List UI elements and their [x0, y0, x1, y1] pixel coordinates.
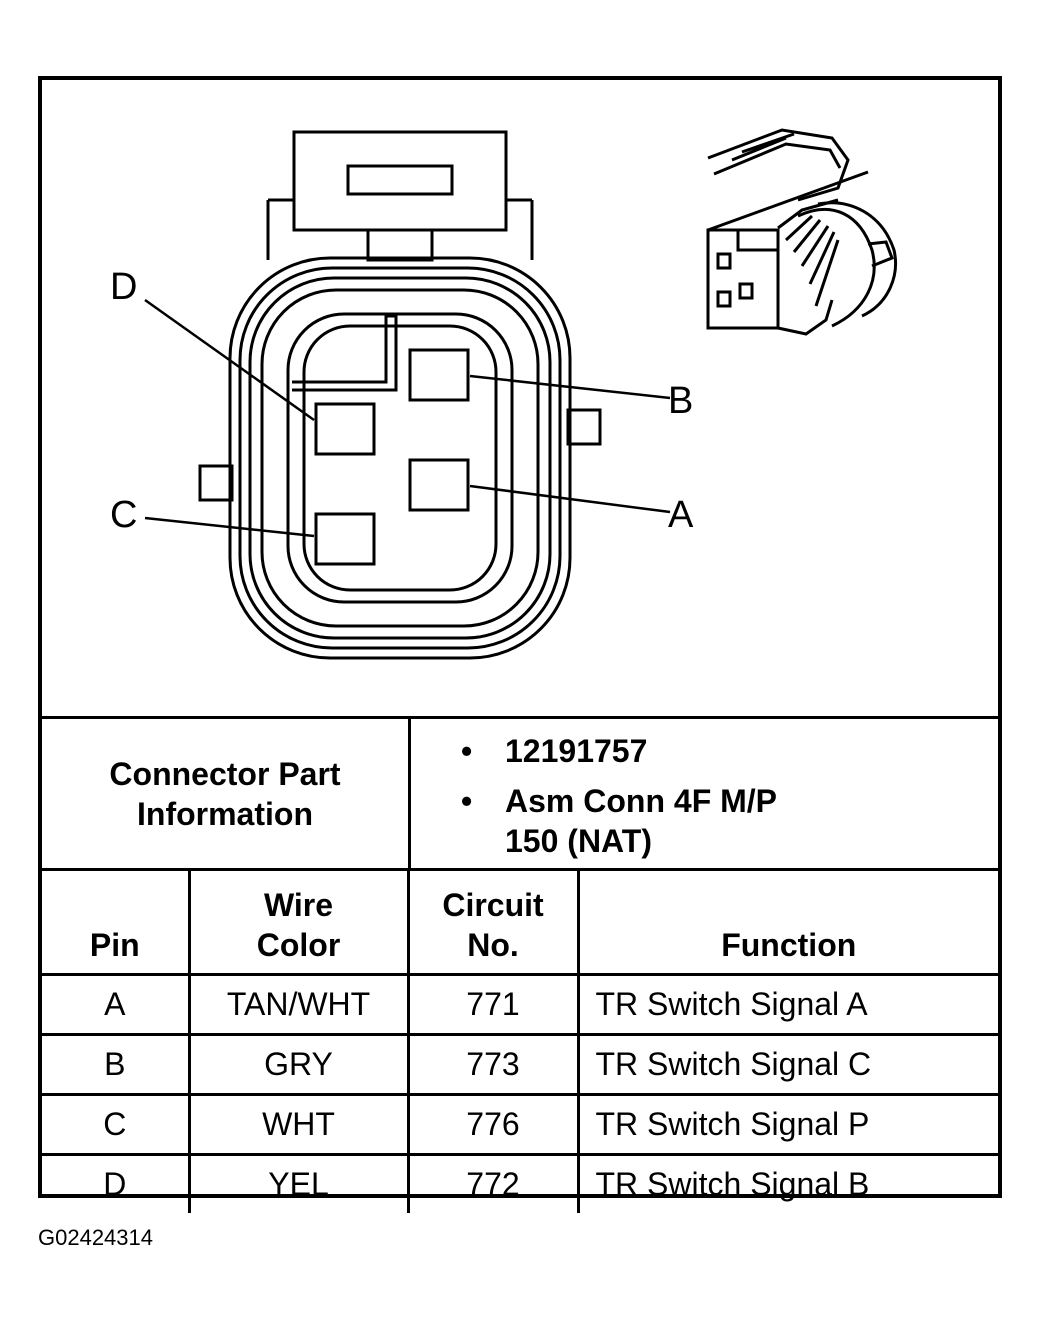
- callout-d: D: [110, 266, 138, 308]
- pin-cavity-a: [408, 458, 470, 512]
- bullet-icon: •: [461, 733, 473, 769]
- table-row: C WHT 776 TR Switch Signal P: [42, 1093, 998, 1156]
- cell-wire-color: TAN/WHT: [187, 973, 410, 1036]
- header-function: Function: [576, 868, 998, 976]
- callout-b: B: [668, 380, 694, 422]
- cell-pin: D: [42, 1153, 191, 1213]
- table-header-row: Pin Wire Color Circuit No. Function: [42, 868, 998, 976]
- pin-cavity-b: [408, 348, 470, 402]
- table-row: D YEL 772 TR Switch Signal B: [42, 1153, 998, 1213]
- pin-cavity-d: [314, 402, 376, 456]
- table-row: A TAN/WHT 771 TR Switch Signal A: [42, 973, 998, 1036]
- callout-leaders: [144, 298, 671, 538]
- table-row: B GRY 773 TR Switch Signal C: [42, 1033, 998, 1096]
- figure-id: G02424314: [38, 1225, 153, 1250]
- cell-pin: A: [42, 973, 191, 1036]
- diagram-frame: D B A C Connector Part Information • 121…: [38, 76, 1002, 1213]
- header-circuit-no: Circuit No.: [406, 868, 580, 976]
- cell-wire-color: GRY: [187, 1033, 410, 1096]
- cell-circuit-no: 773: [406, 1033, 580, 1096]
- cell-pin: B: [42, 1033, 191, 1096]
- cell-function: TR Switch Signal A: [576, 973, 998, 1036]
- header-wire-color: Wire Color: [187, 868, 410, 976]
- header-pin: Pin: [42, 868, 191, 976]
- cell-function: TR Switch Signal B: [576, 1153, 998, 1213]
- callout-a: A: [668, 494, 694, 536]
- pin-table: Pin Wire Color Circuit No. Function A TA…: [42, 868, 998, 1213]
- cell-circuit-no: 771: [406, 973, 580, 1036]
- connector-perspective-view: [706, 128, 897, 336]
- cell-circuit-no: 772: [406, 1153, 580, 1213]
- connector-face-view: [198, 130, 602, 660]
- cell-wire-color: YEL: [187, 1153, 410, 1213]
- cell-wire-color: WHT: [187, 1093, 410, 1156]
- cell-pin: C: [42, 1093, 191, 1156]
- connector-part-info-label: Connector Part Information: [42, 719, 411, 868]
- connector-part-info: Connector Part Information • 12191757 • …: [42, 716, 998, 868]
- cell-function: TR Switch Signal C: [576, 1033, 998, 1096]
- cell-circuit-no: 776: [406, 1093, 580, 1156]
- connector-diagram: [144, 128, 897, 660]
- callout-c: C: [110, 494, 138, 536]
- pin-cavity-c: [314, 512, 376, 566]
- bullet-icon: •: [461, 783, 473, 819]
- connector-part-info-values: • 12191757 • Asm Conn 4F M/P 150 (NAT): [461, 733, 778, 859]
- cell-function: TR Switch Signal P: [576, 1093, 998, 1156]
